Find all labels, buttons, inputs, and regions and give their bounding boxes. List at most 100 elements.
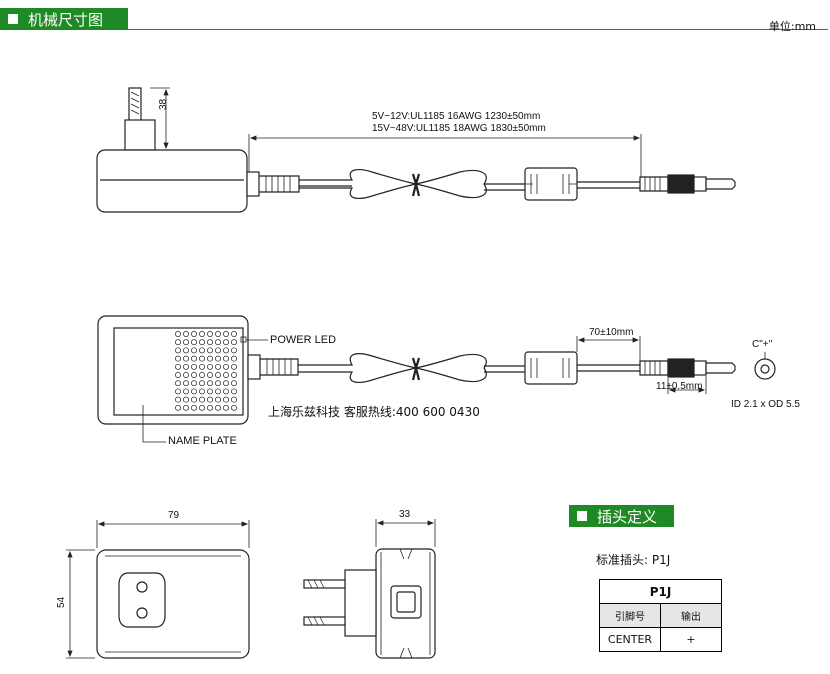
vent-hole <box>175 331 181 337</box>
col-pin-header: 引脚号 <box>599 603 661 628</box>
vent-hole <box>175 396 181 403</box>
square-icon <box>8 14 18 24</box>
vent-hole <box>207 331 213 337</box>
vent-hole <box>199 331 205 337</box>
dim-width-79: 79 <box>168 510 180 521</box>
vent-hole <box>223 372 229 378</box>
dim-38 <box>150 87 170 151</box>
vent-hole <box>231 396 237 403</box>
vent-hole <box>175 347 181 354</box>
vent-hole <box>183 355 189 362</box>
vent-hole <box>199 404 205 411</box>
vent-hole <box>199 355 205 362</box>
vent-hole <box>231 339 237 346</box>
vent-hole <box>223 331 229 337</box>
vent-hole <box>175 363 181 370</box>
vent-hole <box>199 339 205 346</box>
plug-size-label: ID 2.1 x OD 5.5 <box>731 399 800 410</box>
vent-hole <box>207 388 213 395</box>
vent-hole <box>231 372 237 378</box>
vent-hole <box>175 339 181 346</box>
vent-hole <box>175 388 181 395</box>
cable-spec-line1: 5V~12V:UL1185 16AWG 1230±50mm <box>372 111 541 122</box>
vent-hole <box>231 347 237 354</box>
vent-hole <box>207 339 213 346</box>
top-cable <box>299 167 736 201</box>
vent-hole <box>175 404 181 411</box>
vent-hole <box>215 388 221 395</box>
vent-hole <box>183 339 189 346</box>
vent-hole <box>199 372 205 378</box>
vent-hole <box>207 380 213 387</box>
vent-hole <box>215 372 221 378</box>
side-view-adapter <box>303 548 436 659</box>
vent-hole <box>207 404 213 411</box>
vent-hole <box>223 347 229 354</box>
dim-width-33: 33 <box>399 509 411 520</box>
vent-hole <box>231 380 237 387</box>
vent-hole <box>223 396 229 403</box>
vent-hole <box>183 347 189 354</box>
vent-hole <box>183 372 189 378</box>
vent-hole <box>191 404 197 411</box>
vent-hole <box>191 339 197 346</box>
vent-hole <box>223 380 229 387</box>
standard-plug-label: 标准插头: P1J <box>596 553 671 567</box>
table-row: CENTER + <box>599 627 722 652</box>
vent-hole <box>215 363 221 370</box>
vent-hole <box>175 355 181 362</box>
output-cell: + <box>660 627 722 652</box>
contact-line: 上海乐兹科技 客服热线:400 600 0430 <box>268 405 480 419</box>
unit-label: 单位:mm <box>768 20 816 33</box>
vent-hole <box>223 355 229 362</box>
pin-cell: CENTER <box>599 627 661 652</box>
vent-hole <box>231 355 237 362</box>
power-led-label: POWER LED <box>270 334 337 346</box>
pin-table-title: P1J <box>599 579 722 604</box>
vent-hole <box>223 363 229 370</box>
bottom-view-adapter <box>96 549 250 659</box>
vent-hole <box>231 331 237 337</box>
vent-hole <box>223 388 229 395</box>
front-view-adapter <box>97 315 299 443</box>
polarity-label: C"+" <box>752 339 773 350</box>
vent-hole <box>183 404 189 411</box>
vent-hole <box>207 355 213 362</box>
vent-hole <box>175 380 181 387</box>
vent-hole <box>199 396 205 403</box>
dim-plug-length <box>576 336 707 394</box>
vent-hole <box>207 347 213 354</box>
vent-hole <box>183 363 189 370</box>
vent-hole <box>183 380 189 387</box>
vent-hole <box>215 380 221 387</box>
vent-hole <box>231 363 237 370</box>
pin-table: P1J 引脚号 输出 CENTER + <box>599 579 722 652</box>
vent-hole <box>199 347 205 354</box>
plug-length-label: 70±10mm <box>589 327 634 338</box>
vent-hole <box>215 347 221 354</box>
name-plate-label: NAME PLATE <box>168 435 237 447</box>
vent-hole <box>191 355 197 362</box>
vent-hole <box>223 404 229 411</box>
vent-hole <box>207 372 213 378</box>
vent-hole <box>191 388 197 395</box>
vent-hole <box>215 331 221 337</box>
vent-hole <box>191 331 197 337</box>
section-title: 插头定义 <box>597 507 658 526</box>
vent-hole <box>223 339 229 346</box>
vent-hole <box>215 404 221 411</box>
vent-hole <box>183 396 189 403</box>
vent-hole <box>191 396 197 403</box>
dim-height-54: 54 <box>56 596 67 608</box>
dim-height-label: 38 <box>158 98 169 110</box>
vent-hole <box>231 404 237 411</box>
vent-hole <box>191 347 197 354</box>
col-output-header: 输出 <box>660 603 722 628</box>
header-divider <box>128 29 828 30</box>
vent-hole <box>191 363 197 370</box>
polarity-symbol <box>754 352 776 380</box>
vent-hole <box>207 363 213 370</box>
dim-33 <box>375 519 436 547</box>
dim-79-54 <box>66 520 250 659</box>
